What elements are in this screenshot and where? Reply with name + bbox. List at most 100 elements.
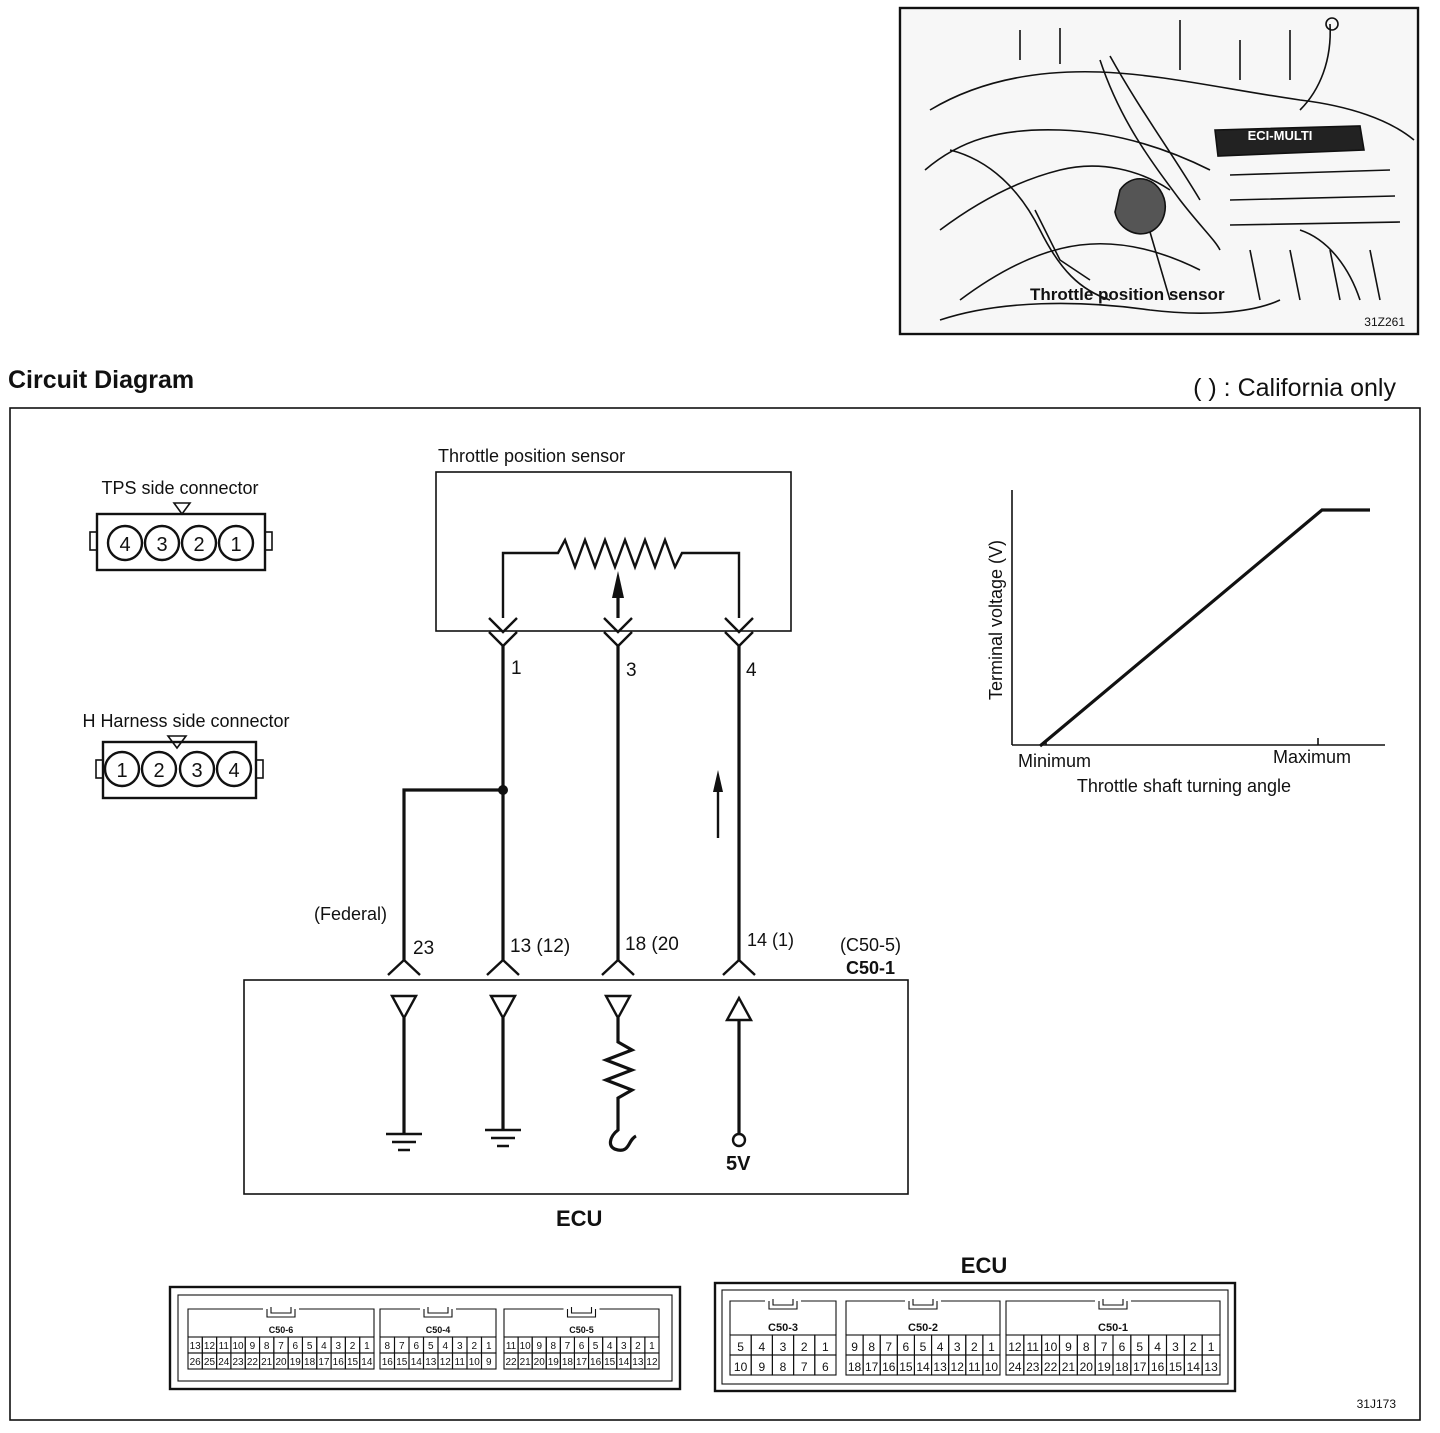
- connector-pin-number: 3: [621, 1341, 627, 1352]
- tps-pin-label: 3: [156, 534, 167, 556]
- circuit-wires: [402, 646, 741, 960]
- connector-pin-number: 10: [734, 1360, 748, 1374]
- wire-junction: [498, 785, 508, 795]
- connector-pin-number: 22: [1044, 1360, 1058, 1374]
- connector-block-name: C50-2: [908, 1322, 938, 1334]
- connector-pin-number: 22: [505, 1357, 517, 1368]
- connector-pin-number: 14: [1187, 1360, 1201, 1374]
- connector-pin-number: 2: [471, 1341, 477, 1352]
- photo-code: 31Z261: [1364, 315, 1405, 329]
- current-direction-arrow: [713, 770, 723, 838]
- connector-pin-number: 14: [916, 1360, 930, 1374]
- connector-block-name: C50-4: [426, 1325, 451, 1335]
- connector-pin-number: 4: [758, 1340, 765, 1354]
- connector-pin-cell: [644, 1352, 660, 1370]
- connector-pin-number: 11: [968, 1360, 981, 1374]
- connector-pin-cell: [359, 1352, 375, 1370]
- connector-pin-number: 10: [1044, 1340, 1058, 1354]
- harness-connector-pins: 1 2 3 4: [103, 750, 253, 788]
- connector-pin-number: 17: [318, 1357, 330, 1368]
- connector-pin-number: 16: [882, 1360, 896, 1374]
- connector-pin-number: 23: [1026, 1360, 1040, 1374]
- connector-pin-number: 14: [411, 1357, 423, 1368]
- connector-pin-number: 19: [290, 1357, 302, 1368]
- connector-block-name: C50-5: [569, 1325, 594, 1335]
- sensor-terminal-3: 3: [626, 660, 637, 681]
- connector-pin-number: 17: [865, 1360, 879, 1374]
- connector-pin-number: 8: [551, 1341, 557, 1352]
- connector-pin-number: 21: [520, 1357, 532, 1368]
- connector-pin-number: 7: [278, 1341, 284, 1352]
- connector-pin-number: 9: [486, 1357, 492, 1368]
- connector-pin-number: 12: [646, 1357, 658, 1368]
- connector-pin-number: 9: [1065, 1340, 1072, 1354]
- harness-pin-label: 4: [228, 760, 239, 782]
- harness-pin-label: 3: [191, 760, 202, 782]
- connector-pin-number: 6: [903, 1340, 910, 1354]
- connector-pin-number: 21: [261, 1357, 273, 1368]
- graph-y-label: Terminal voltage (V): [986, 540, 1006, 700]
- connector-pin-number: 25: [204, 1357, 216, 1368]
- connector-pin-number: 12: [204, 1341, 216, 1352]
- engine-photo-panel: ECI-MULTI Throttle position sensor 31Z26…: [898, 6, 1420, 336]
- harness-pin-label: 1: [116, 760, 127, 782]
- eci-multi-badge: ECI-MULTI: [1248, 128, 1313, 143]
- harness-pin-label: 2: [153, 760, 164, 782]
- tps-pin-label: 2: [193, 534, 204, 556]
- connector-pin-number: 16: [333, 1357, 345, 1368]
- connector-pin-number: 1: [649, 1341, 655, 1352]
- connector-pin-number: 9: [536, 1341, 542, 1352]
- section-title: Circuit Diagram: [8, 366, 194, 394]
- connector-block-name: C50-6: [269, 1325, 294, 1335]
- connector-pin-cell: [982, 1354, 1001, 1376]
- throttle-sensor-box: Throttle position sensor: [435, 446, 792, 632]
- connector-pin-number: 13: [190, 1341, 202, 1352]
- tps-pin: [180, 524, 218, 562]
- connector-pin-number: 12: [1008, 1340, 1022, 1354]
- ecu-terminal-14: 14 (1): [747, 930, 794, 950]
- connector-pin-number: 15: [604, 1357, 616, 1368]
- connector-pin-number: 2: [1190, 1340, 1197, 1354]
- connector-pin-number: 3: [335, 1341, 341, 1352]
- connector-pin-number: 1: [1208, 1340, 1215, 1354]
- connector-pin-number: 6: [1119, 1340, 1126, 1354]
- supply-node: [731, 1132, 747, 1148]
- connector-pin-number: 11: [506, 1341, 517, 1352]
- figure-code: 31J173: [1357, 1397, 1397, 1411]
- connector-pin-number: 21: [1062, 1360, 1076, 1374]
- tps-pin: [106, 524, 144, 562]
- ecu-box: 5V: [243, 979, 909, 1195]
- california-note: ( ) : California only: [1193, 374, 1396, 402]
- connector-pin-number: 3: [1172, 1340, 1179, 1354]
- connector-pin-number: 7: [801, 1360, 808, 1374]
- tps-connector-pins: 4 3 2 1: [106, 524, 255, 562]
- connector-pin-number: 17: [576, 1357, 588, 1368]
- connector-pin-number: 5: [1136, 1340, 1143, 1354]
- connector-pin-number: 15: [899, 1360, 913, 1374]
- connector-pin-number: 15: [1169, 1360, 1183, 1374]
- connector-pin-number: 2: [971, 1340, 978, 1354]
- connector-pin-number: 14: [361, 1357, 373, 1368]
- ecu-terminal-chevrons: [387, 958, 756, 976]
- connector-pin-number: 7: [885, 1340, 892, 1354]
- connector-pin-number: 5: [593, 1341, 599, 1352]
- connector-pin-number: 16: [1151, 1360, 1165, 1374]
- connector-pin-number: 15: [347, 1357, 359, 1368]
- connector-pin-number: 12: [951, 1360, 965, 1374]
- connector-pin-number: 8: [868, 1340, 875, 1354]
- tps-connector-title: TPS side connector: [101, 478, 258, 498]
- connector-pin-number: 20: [1080, 1360, 1094, 1374]
- connector-pin-number: 11: [219, 1341, 230, 1352]
- connector-pin-number: 13: [933, 1360, 947, 1374]
- ecu-connector-alt: (C50-5): [840, 935, 901, 955]
- connector-pin-number: 14: [618, 1357, 630, 1368]
- connector-pin-number: 6: [413, 1341, 419, 1352]
- photo-sensor-label: Throttle position sensor: [1030, 285, 1225, 304]
